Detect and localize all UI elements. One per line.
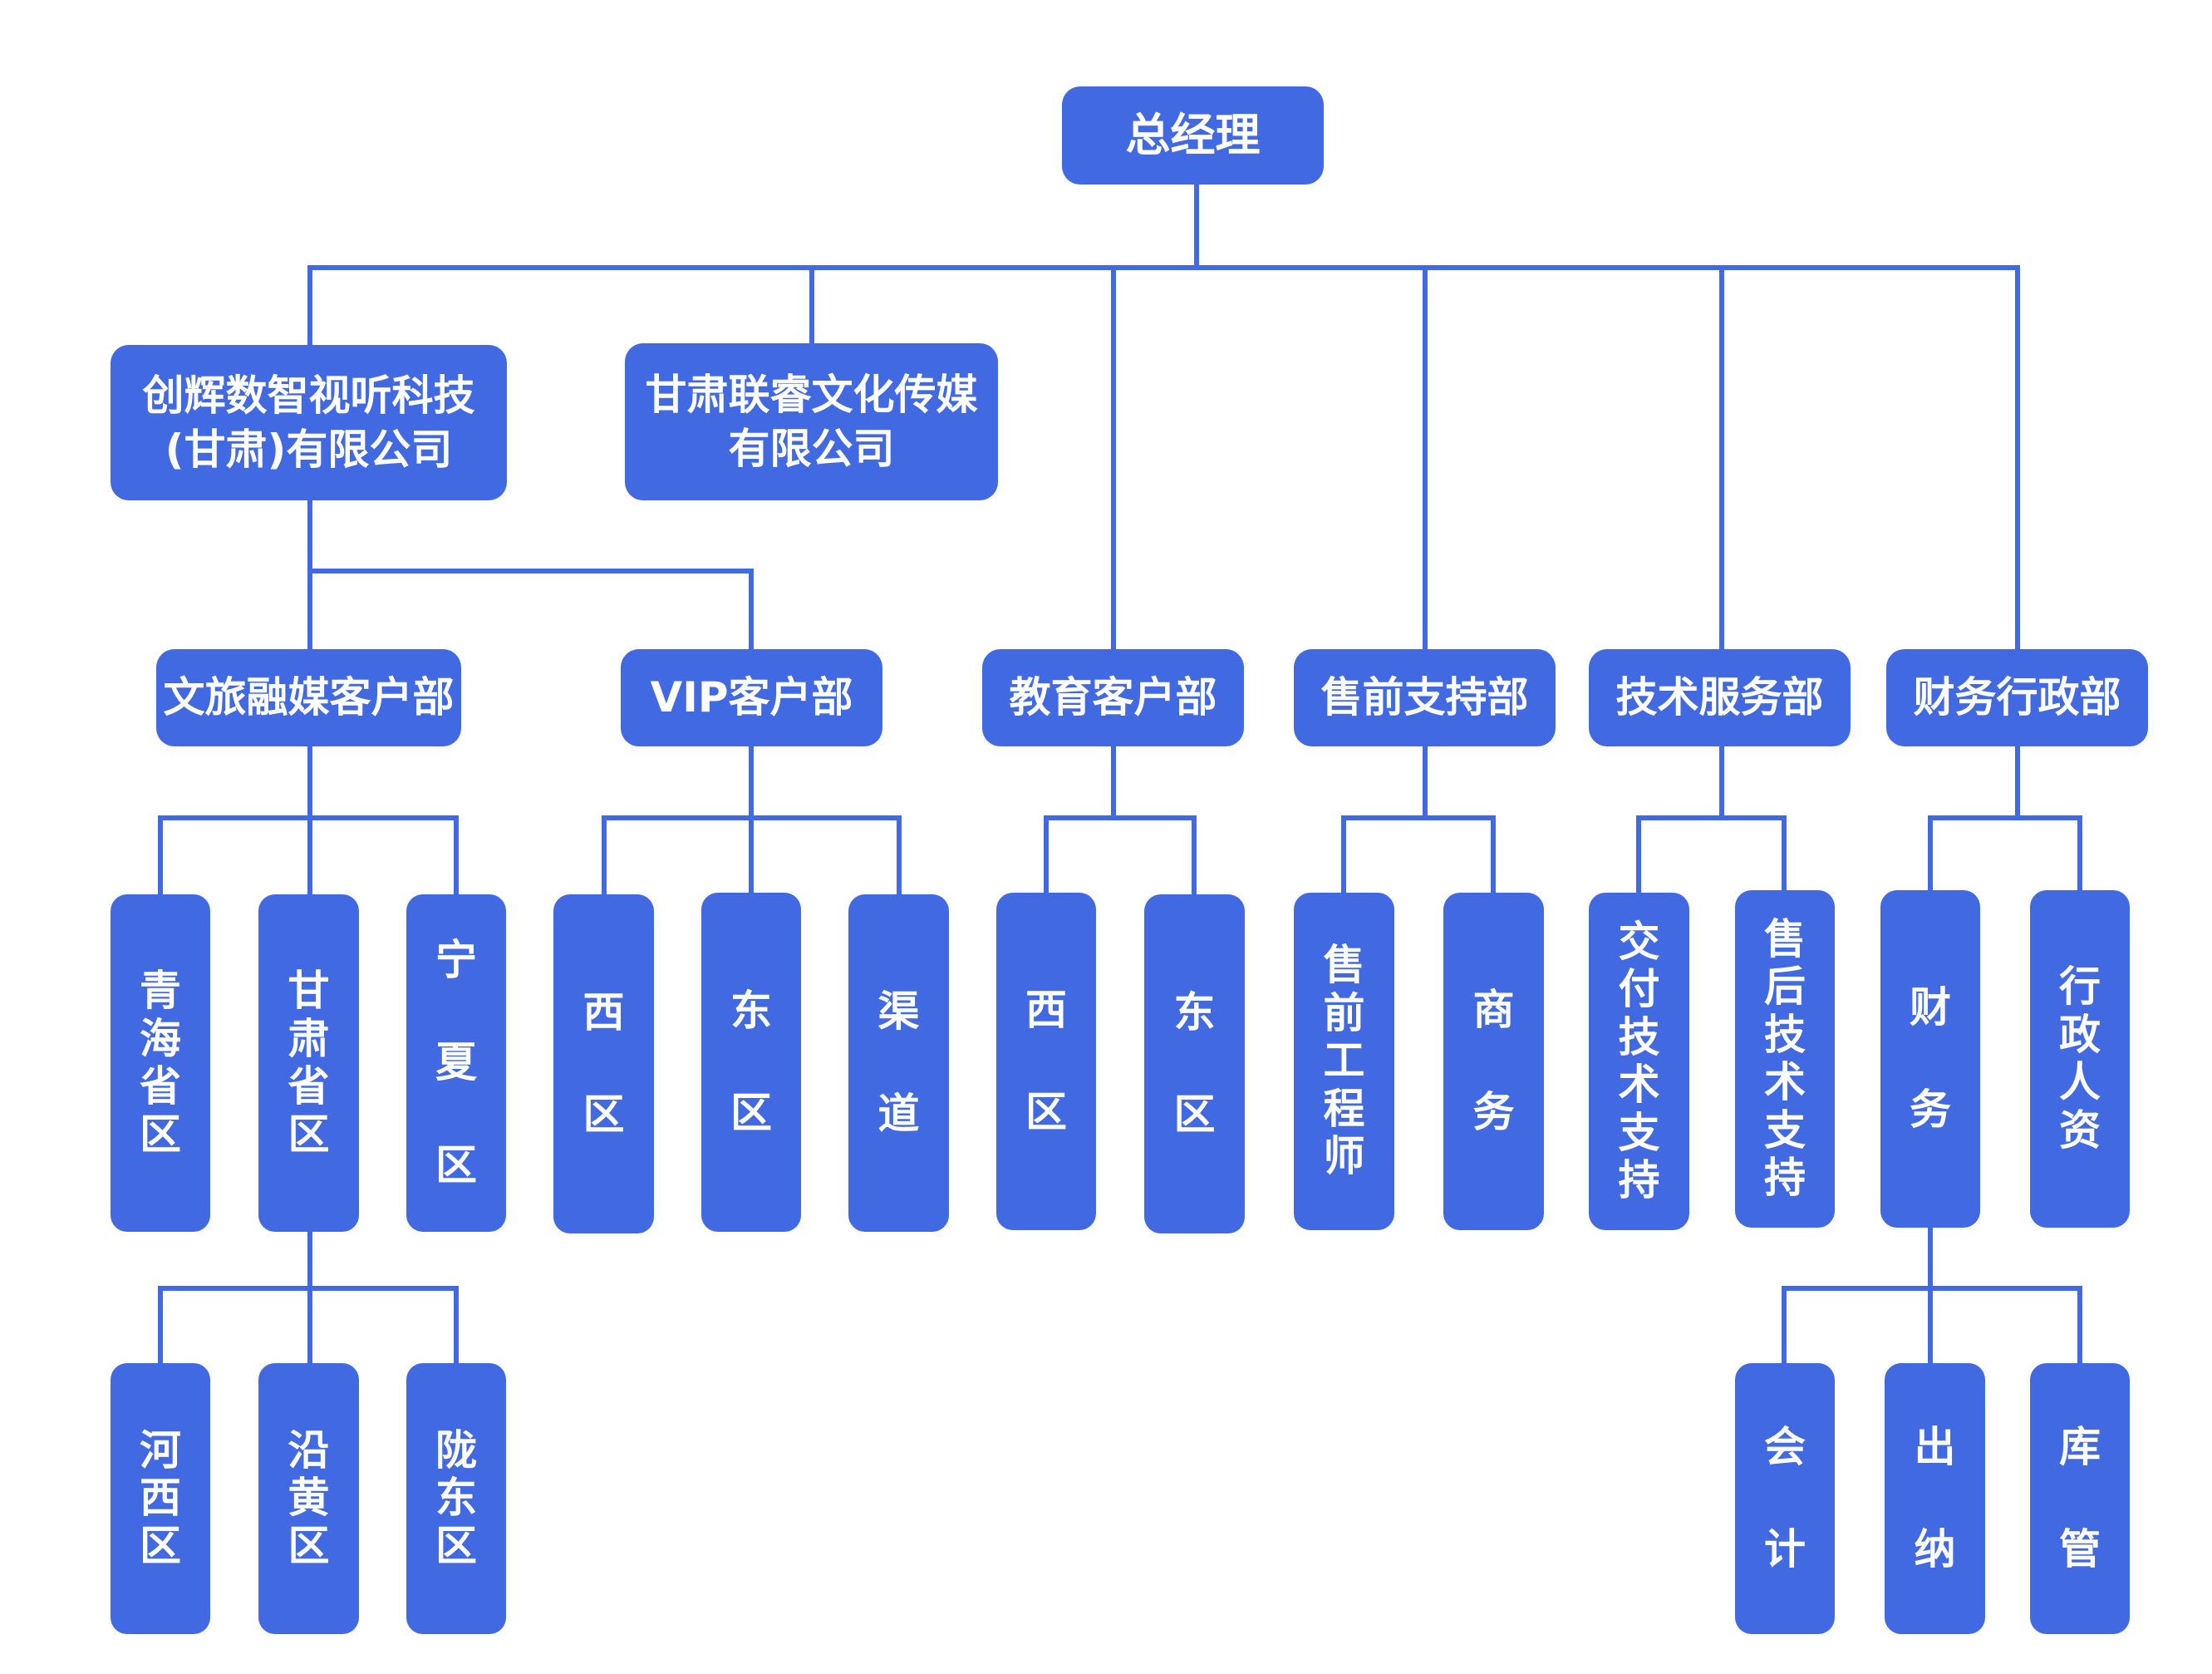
subteam-box: 出纳 [1885,1363,1985,1634]
subteam-box: 沿黄区 [258,1363,359,1634]
subteam-box: 河西区 [111,1363,210,1634]
department-box: VIP客户部 [621,649,882,746]
team-box: 商务 [1443,893,1544,1230]
node-label: 西区 [582,987,625,1139]
team-box: 售后技术支持 [1735,890,1835,1228]
department-label: 教育客户部 [1009,673,1217,721]
node-label: 西区 [1025,985,1067,1136]
department-box: 技术服务部 [1589,649,1851,746]
node-label: 东区 [730,986,772,1137]
general-manager-box: 总经理 [1062,86,1324,185]
department-box: 文旅融媒客户部 [156,649,461,746]
team-box: 财务 [1880,890,1980,1228]
team-box: 售前工程师 [1294,893,1394,1230]
department-label: 财务行政部 [1913,673,2121,721]
team-box: 交付技术支持 [1589,893,1689,1230]
team-box: 青海省区 [111,894,210,1232]
company-label-line1: 甘肃联睿文化传媒 [645,370,978,419]
company-label-line2: 有限公司 [728,424,895,473]
department-label: 文旅融媒客户部 [163,673,455,721]
department-box: 教育客户部 [982,649,1244,746]
subteam-box: 会计 [1735,1363,1835,1634]
team-box: 西区 [996,893,1096,1230]
node-label: 东区 [1173,987,1216,1139]
node-label: 商务 [1472,985,1515,1136]
subteam-box: 库管 [2030,1363,2130,1634]
department-box: 财务行政部 [1886,649,2148,746]
node-label: 售前工程师 [1323,941,1365,1181]
node-label: 渠道 [877,987,920,1138]
node-label: 会计 [1764,1422,1806,1573]
node-label: 财务 [1910,982,1951,1134]
node-label: 库管 [2059,1422,2101,1573]
team-box: 渠道 [848,894,949,1232]
node-label: 河西区 [140,1425,181,1570]
node-label: 沿黄区 [288,1425,330,1570]
department-label: VIP客户部 [650,673,853,721]
company-box-lianrui: 甘肃联睿文化传媒 有限公司 [625,343,998,500]
company-label-line1: 创辉数智视听科技 [142,371,475,420]
node-label: 陇东区 [435,1425,477,1570]
node-label: 宁夏区 [435,935,477,1189]
subteam-box: 陇东区 [406,1363,506,1634]
node-label: 出纳 [1914,1422,1956,1573]
company-box-chuanghui: 创辉数智视听科技 (甘肃)有限公司 [111,345,507,500]
node-label: 甘肃省区 [288,967,330,1159]
team-box: 东区 [1144,894,1245,1233]
node-label: 行政人资 [2059,963,2101,1155]
team-box: 宁夏区 [406,894,506,1232]
node-label: 售后技术支持 [1764,914,1806,1202]
general-manager-label: 总经理 [1125,108,1261,161]
team-box: 行政人资 [2030,890,2130,1228]
department-label: 售前支持部 [1320,673,1529,721]
node-label: 交付技术支持 [1618,917,1660,1204]
department-label: 技术服务部 [1615,673,1824,721]
company-label-line2: (甘肃)有限公司 [165,425,453,474]
team-box: 甘肃省区 [258,894,359,1232]
department-box: 售前支持部 [1294,649,1556,746]
node-label: 青海省区 [140,967,181,1159]
team-box: 西区 [553,894,654,1233]
team-box: 东区 [701,893,801,1232]
